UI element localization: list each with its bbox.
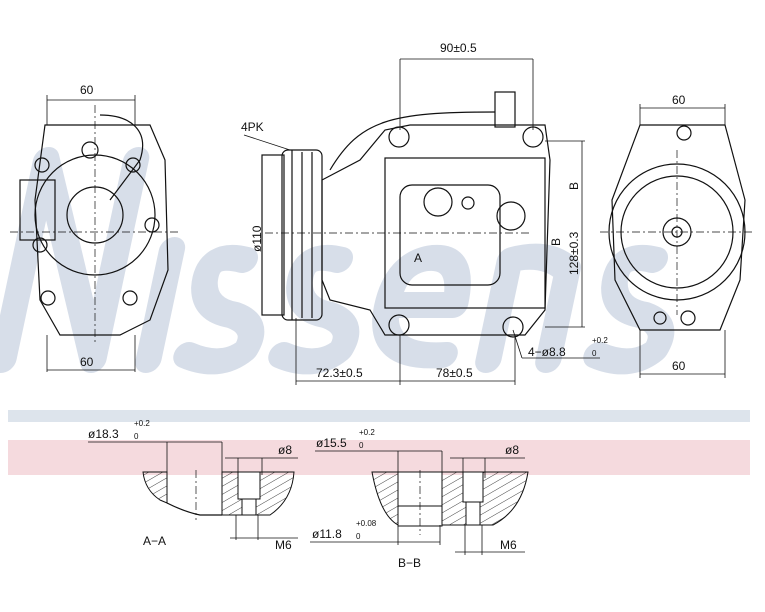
aa-thread-label: M6 bbox=[275, 538, 292, 552]
pulley-diameter-dimension: ø110 bbox=[250, 225, 264, 252]
section-b-marker: B bbox=[549, 238, 563, 246]
section-b-b bbox=[310, 450, 529, 555]
side-view bbox=[243, 58, 600, 385]
left-width-bottom: 60 bbox=[80, 355, 94, 369]
aa-bore-tol-minus: 0 bbox=[134, 432, 139, 441]
bb-bore2-tol-plus: +0.08 bbox=[356, 519, 377, 528]
height-dimension: 128±0.3 bbox=[567, 231, 581, 275]
bb-bore2-dimension: ø11.8 bbox=[312, 527, 342, 541]
bb-thread-label: M6 bbox=[500, 538, 517, 552]
right-width-bottom: 60 bbox=[672, 359, 686, 373]
blue-band bbox=[8, 410, 750, 422]
belt-type-label: 4PK bbox=[241, 120, 264, 134]
right-width-top: 60 bbox=[672, 93, 686, 107]
aa-bore-tol-plus: +0.2 bbox=[134, 419, 150, 428]
aa-hole-dimension: ø8 bbox=[278, 443, 292, 457]
bb-hole-dimension: ø8 bbox=[505, 443, 519, 457]
section-aa-title: A−A bbox=[143, 534, 166, 548]
bb-bore2-tol-minus: 0 bbox=[356, 532, 361, 541]
mount-holes-dimension: 4−ø8.8 bbox=[528, 345, 566, 359]
left-distance-dimension: 72.3±0.5 bbox=[316, 366, 363, 380]
section-b-marker-top: B bbox=[567, 182, 581, 190]
right-view bbox=[600, 104, 755, 378]
bb-bore-dimension: ø15.5 bbox=[316, 436, 347, 450]
bb-bore-tol-minus: 0 bbox=[359, 441, 364, 450]
left-width-top: 60 bbox=[80, 83, 94, 97]
aa-bore-dimension: ø18.3 bbox=[88, 427, 119, 441]
mount-holes-tol-plus: +0.2 bbox=[592, 336, 608, 345]
bb-bore-tol-plus: +0.2 bbox=[359, 428, 375, 437]
right-distance-dimension: 78±0.5 bbox=[436, 366, 473, 380]
section-a-a bbox=[88, 441, 298, 540]
section-a-marker: A bbox=[414, 251, 422, 265]
mount-holes-tol-minus: 0 bbox=[592, 349, 597, 358]
left-view bbox=[10, 95, 180, 372]
section-bb-title: B−B bbox=[398, 556, 421, 570]
top-span-dimension: 90±0.5 bbox=[440, 41, 477, 55]
pink-band bbox=[8, 440, 750, 475]
